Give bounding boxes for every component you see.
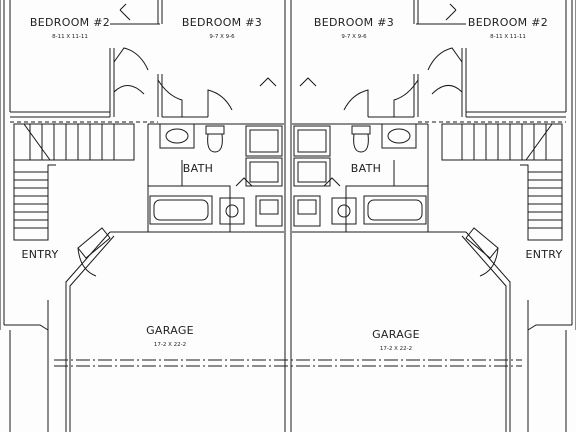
bedroom2-right-dims: 8-11 X 11-11 <box>490 34 526 40</box>
bath-right-label: BATH <box>351 162 381 175</box>
washer-right-icon <box>331 197 357 225</box>
door-swings <box>113 3 463 187</box>
dryer-left-icon <box>255 195 283 227</box>
garage-walls <box>4 231 572 432</box>
dryer-right-icon <box>293 195 321 227</box>
closet-right-icon <box>293 125 331 187</box>
stairs-left <box>13 123 135 241</box>
bedroom3-right-dims: 9-7 X 9-6 <box>341 34 367 40</box>
garage-right-dims: 17-2 X 22-2 <box>380 346 412 352</box>
entry-right-label: ENTRY <box>525 248 562 261</box>
stairs-right <box>441 123 563 241</box>
bedroom2-left-dims: 8-11 X 11-11 <box>52 34 88 40</box>
bathtub-left-icon <box>149 195 213 225</box>
sink-right-icon <box>381 123 417 149</box>
bedroom3-left-label: BEDROOM #3 <box>182 16 262 29</box>
bedroom3-right-label: BEDROOM #3 <box>314 16 394 29</box>
toilet-left-icon <box>205 125 225 153</box>
garage-left-dims: 17-2 X 22-2 <box>154 342 186 348</box>
toilet-right-icon <box>351 125 371 153</box>
entry-left-label: ENTRY <box>21 248 58 261</box>
bedroom3-left-dims: 9-7 X 9-6 <box>209 34 235 40</box>
bedroom2-left-label: BEDROOM #2 <box>30 16 110 29</box>
sink-left-icon <box>159 123 195 149</box>
washer-left-icon <box>219 197 245 225</box>
garage-right-label: GARAGE <box>372 328 420 341</box>
entry-door-left <box>77 227 111 277</box>
garage-left-label: GARAGE <box>146 324 194 337</box>
closet-left-icon <box>245 125 283 187</box>
bathtub-right-icon <box>363 195 427 225</box>
bedroom2-right-label: BEDROOM #2 <box>468 16 548 29</box>
bath-left-label: BATH <box>183 162 213 175</box>
entry-door-right <box>465 227 499 277</box>
garage-beam <box>54 359 522 367</box>
